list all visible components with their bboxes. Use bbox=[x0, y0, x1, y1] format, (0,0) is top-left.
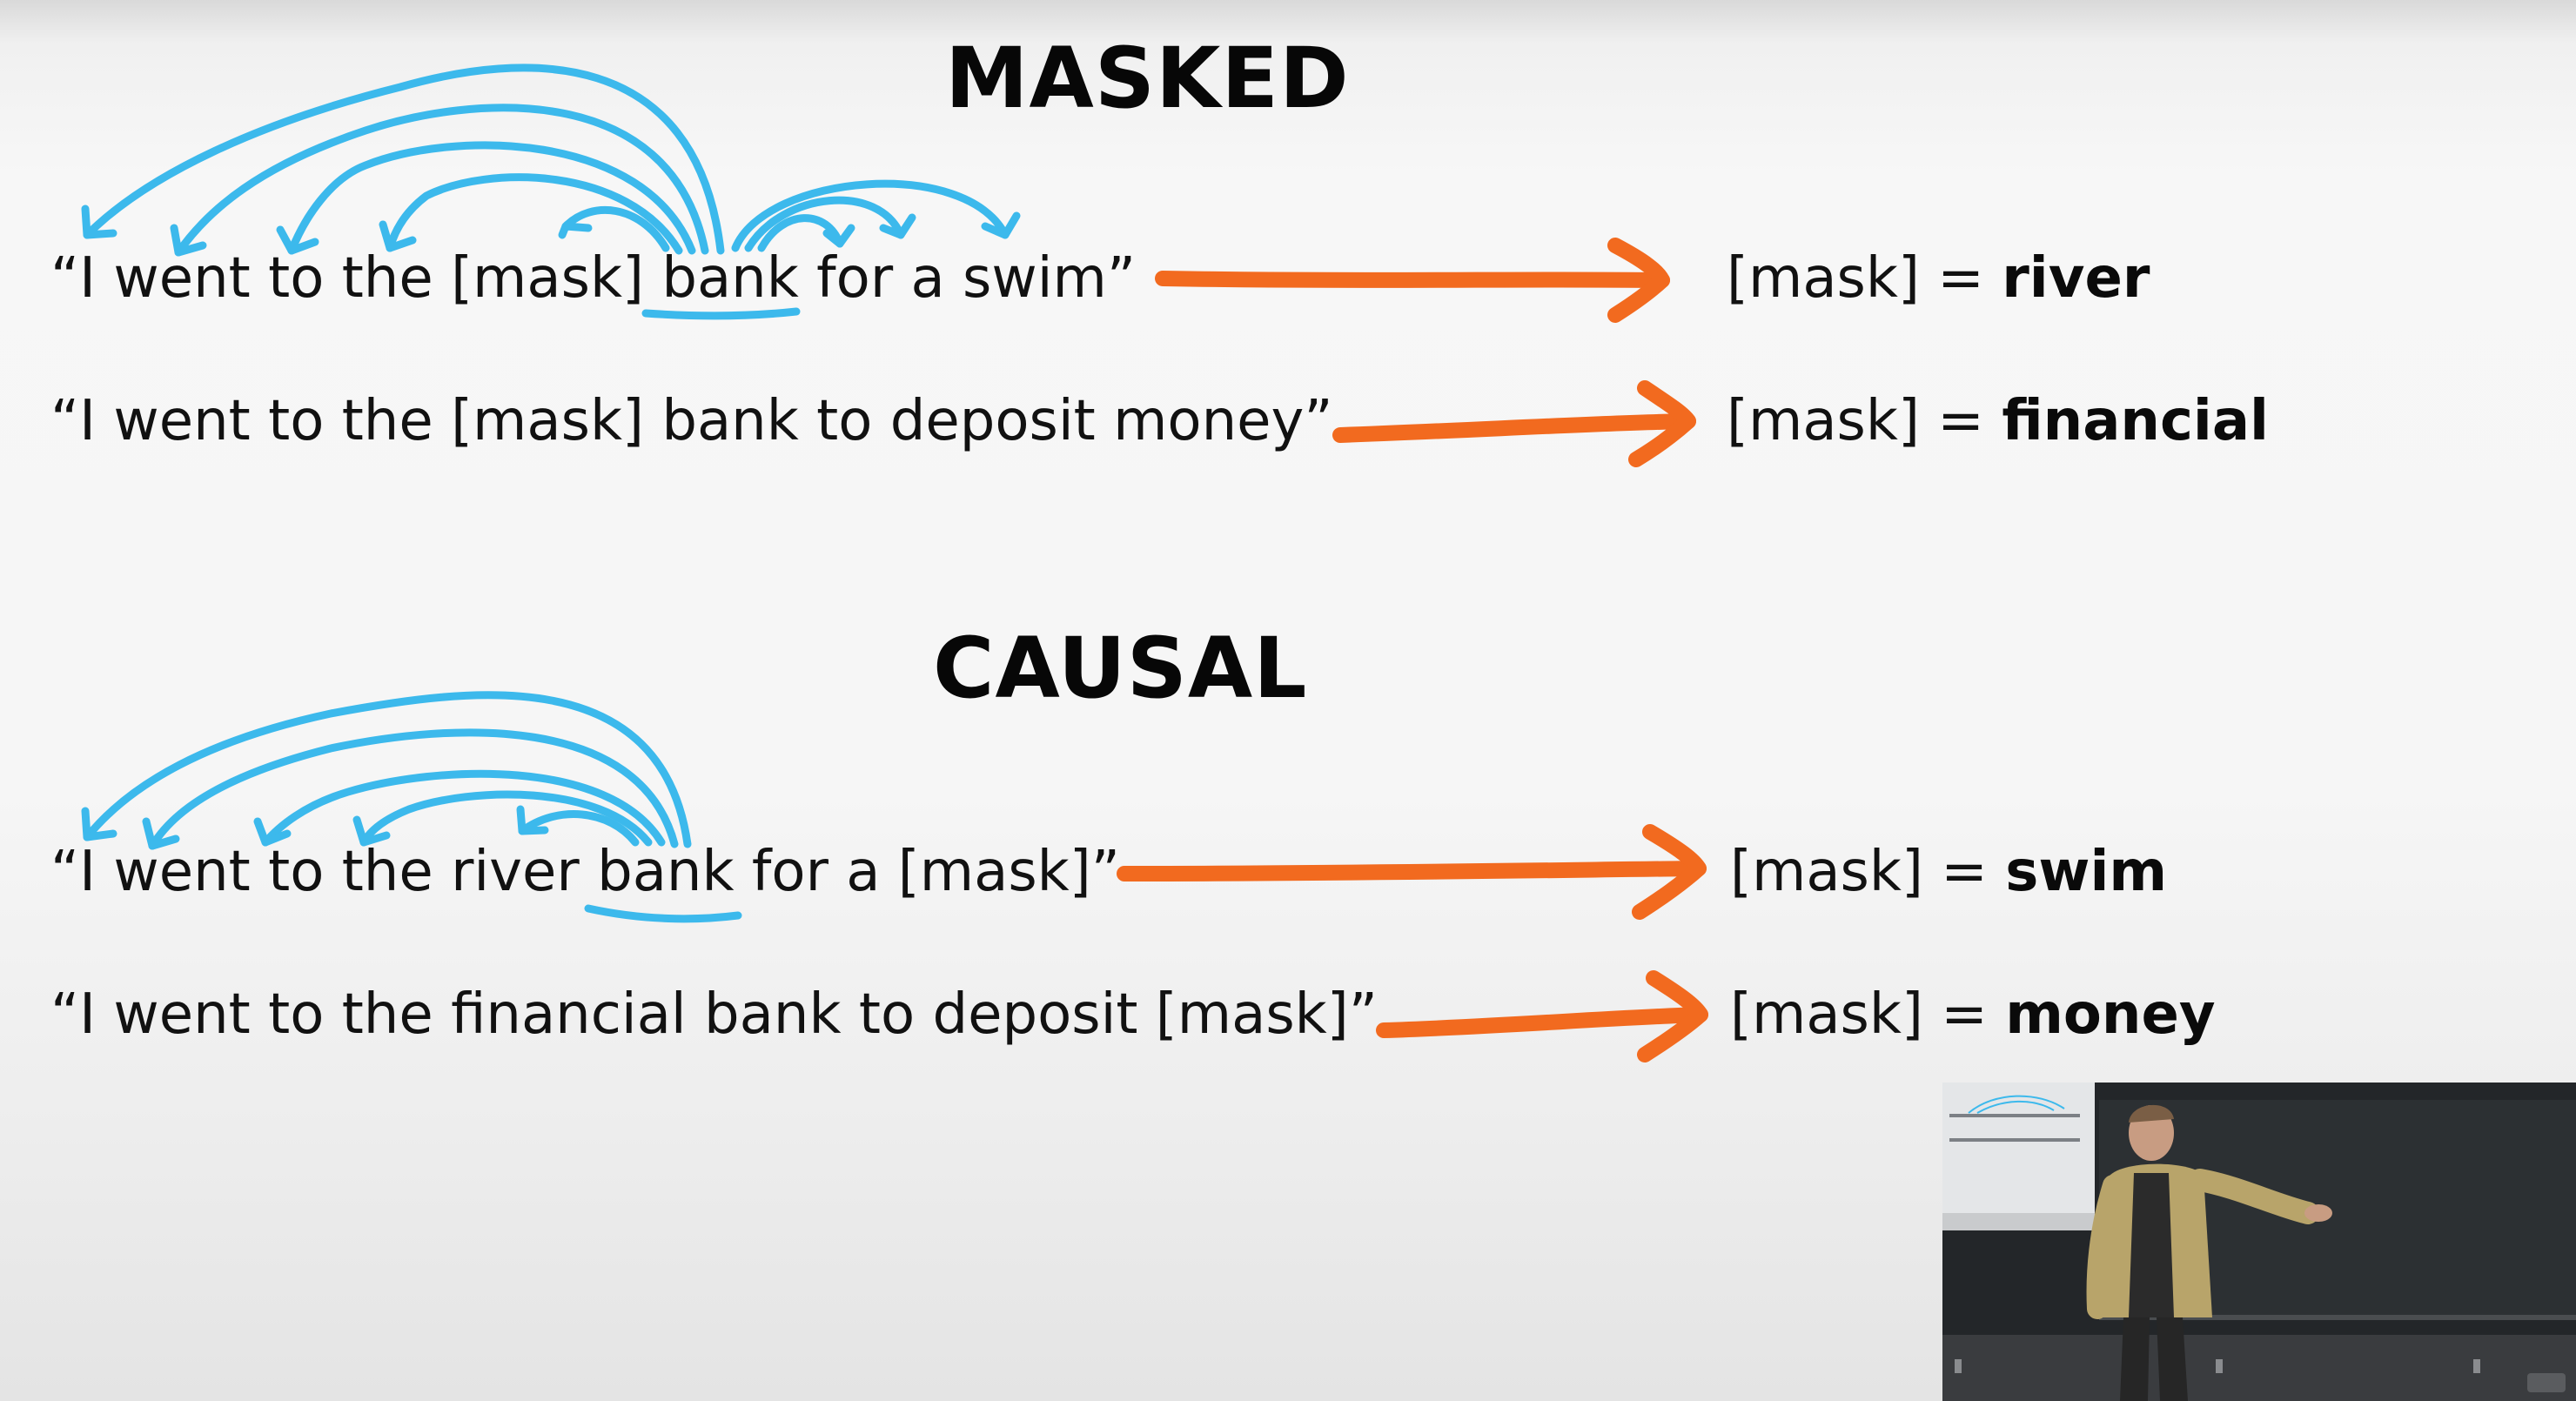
causal-result-2-label: [mask] = bbox=[1730, 982, 1988, 1047]
masked-arrow-2 bbox=[1332, 380, 1696, 467]
presenter-figure bbox=[2086, 1104, 2332, 1401]
causal-sentence-2: “I went to the financial bank to deposit… bbox=[50, 982, 1378, 1047]
causal-left-arcs bbox=[83, 691, 692, 850]
masked-bank-underline bbox=[641, 307, 801, 320]
masked-heading: MASKED bbox=[945, 30, 1350, 127]
masked-arrow-1 bbox=[1155, 238, 1670, 323]
causal-result-2-value: money bbox=[2005, 982, 2216, 1047]
causal-result-1-value: swim bbox=[2005, 840, 2168, 904]
causal-bank-underline bbox=[584, 904, 742, 923]
causal-result-1: [mask] = swim bbox=[1730, 844, 2167, 900]
masked-right-arcs bbox=[731, 179, 1010, 252]
masked-sentence-1: “I went to the [mask] bank for a swim” bbox=[50, 246, 1136, 311]
causal-result-2: [mask] = money bbox=[1730, 987, 2216, 1042]
masked-result-2-value: financial bbox=[2002, 389, 2269, 453]
masked-result-1: [mask] = river bbox=[1727, 251, 2150, 306]
masked-left-arcs bbox=[83, 64, 725, 257]
causal-arrow-1 bbox=[1117, 824, 1707, 920]
masked-result-2-label: [mask] = bbox=[1727, 389, 1984, 453]
causal-result-1-label: [mask] = bbox=[1730, 840, 1988, 904]
masked-right-arrowheads bbox=[822, 211, 1021, 248]
masked-result-1-label: [mask] = bbox=[1727, 246, 1984, 311]
causal-arrow-2 bbox=[1376, 970, 1708, 1062]
masked-result-2: [mask] = financial bbox=[1727, 393, 2269, 449]
presenter-video-frame bbox=[1942, 1083, 2576, 1401]
presenter-video-inset bbox=[1942, 1083, 2576, 1401]
masked-result-1-value: river bbox=[2002, 246, 2150, 311]
causal-sentence-1: “I went to the river bank for a [mask]” bbox=[50, 840, 1120, 904]
causal-heading: CAUSAL bbox=[933, 620, 1308, 717]
masked-sentence-2: “I went to the [mask] bank to deposit mo… bbox=[50, 389, 1333, 453]
